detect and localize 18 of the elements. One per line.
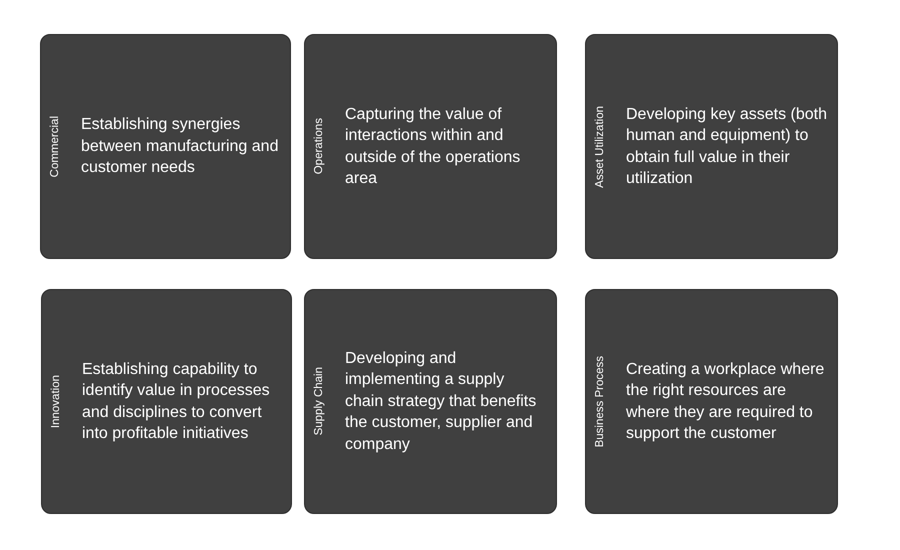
- category-card: [585, 289, 838, 514]
- description-text: Developing key assets (both human and equipment) to obtain full value in their utilization: [626, 104, 827, 189]
- category-card: [585, 34, 838, 259]
- category-card: [41, 289, 292, 514]
- category-card: [40, 34, 291, 259]
- category-card: [304, 34, 557, 259]
- description-text: Establishing synergies between manufacturing and customer needs: [81, 115, 280, 178]
- category-label: Business Process: [593, 356, 607, 448]
- category-label: Asset Utilization: [593, 106, 607, 188]
- category-label: Innovation: [49, 374, 63, 428]
- category-label: Supply Chain: [312, 367, 326, 436]
- category-card: [304, 289, 557, 514]
- description-text: Developing and implementing a supply chain strategy that benefits the customer, supplier and company: [345, 348, 538, 455]
- description-text: Capturing the value of interactions within and outside of the operations area: [345, 104, 522, 189]
- category-label: Operations: [312, 118, 326, 175]
- category-label: Commercial: [48, 116, 62, 178]
- description-text: Establishing capability to identify value in processes and disciplines to convert into profitable initiatives: [82, 360, 271, 444]
- description-text: Creating a workplace where the right resources are where they are required to support the customer: [626, 360, 826, 444]
